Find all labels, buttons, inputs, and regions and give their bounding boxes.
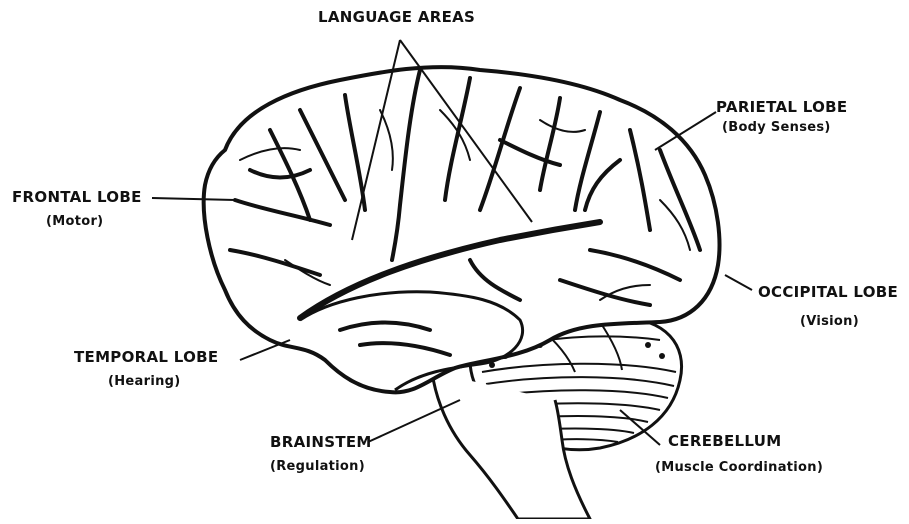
language-areas-label: LANGUAGE AREAS	[318, 8, 475, 26]
frontal-lobe-label: FRONTAL LOBE	[12, 188, 142, 206]
parietal-lobe-label: PARIETAL LOBE	[716, 98, 847, 116]
brainstem-function: (Regulation)	[270, 459, 365, 474]
cerebellum-function: (Muscle Coordination)	[655, 460, 823, 475]
cerebellum-label: CEREBELLUM	[668, 432, 781, 450]
temporal-lobe-label: TEMPORAL LOBE	[74, 348, 218, 366]
occipital-lobe-label: OCCIPITAL LOBE	[758, 283, 898, 301]
parietal-lobe-function: (Body Senses)	[722, 120, 831, 135]
occipital-lobe-function: (Vision)	[800, 314, 859, 329]
temporal-lobe-function: (Hearing)	[108, 374, 180, 389]
brainstem-label: BRAINSTEM	[270, 433, 372, 451]
frontal-lobe-function: (Motor)	[46, 214, 103, 229]
